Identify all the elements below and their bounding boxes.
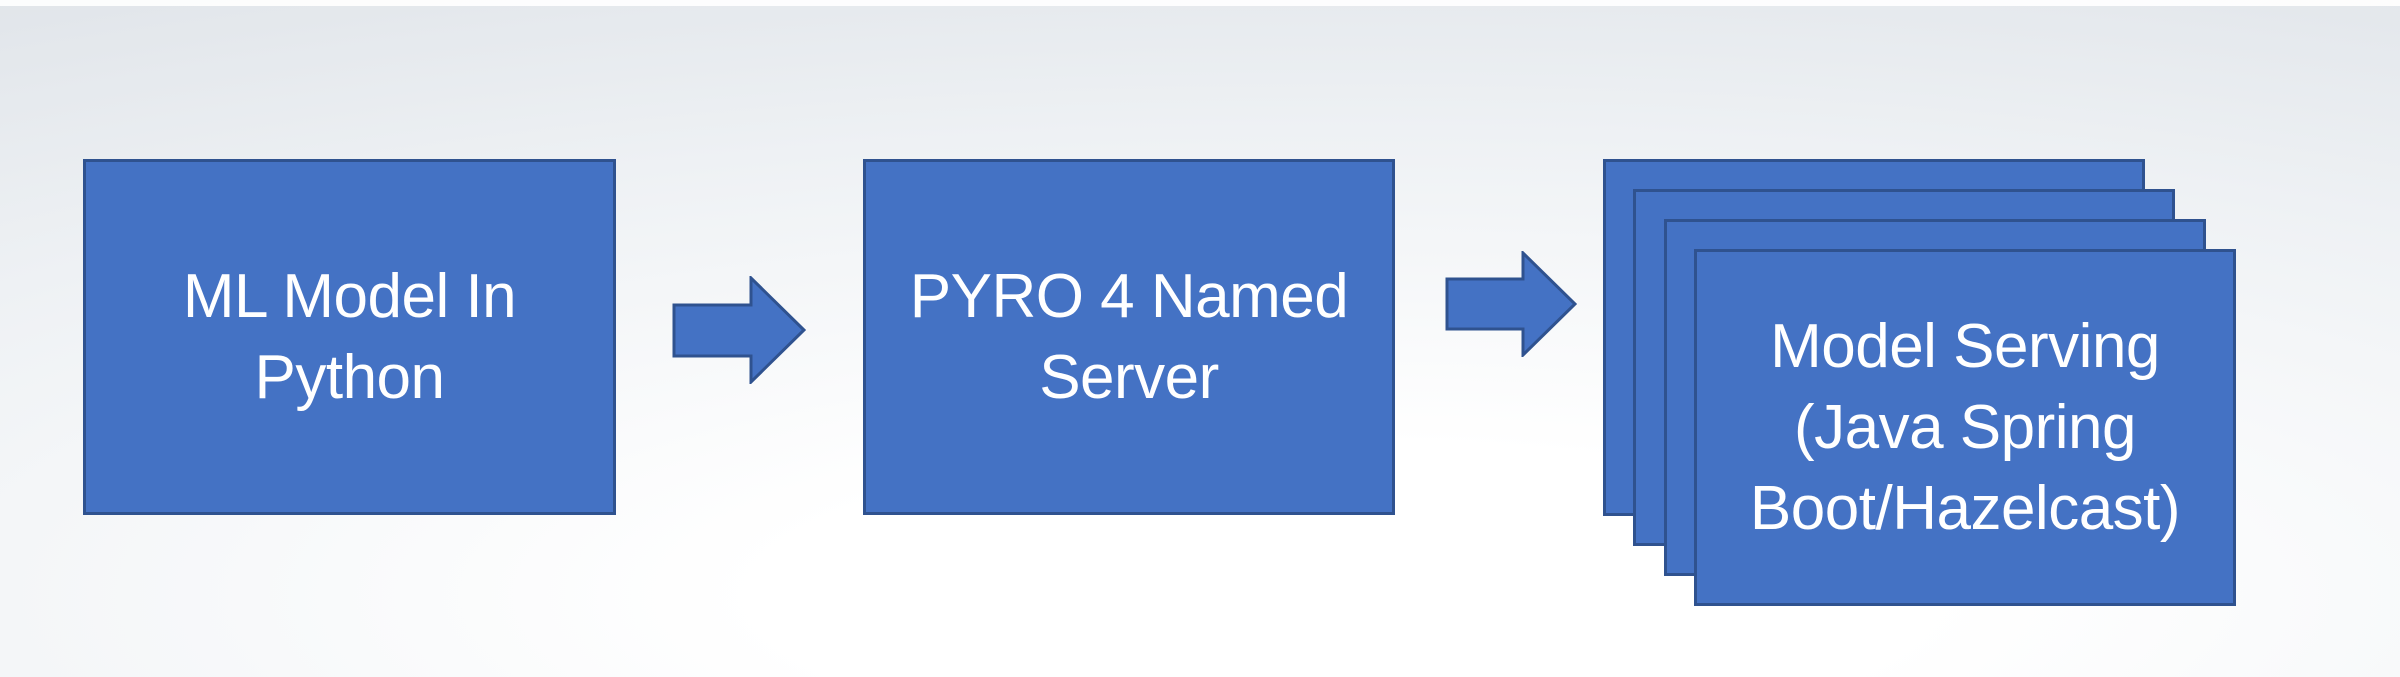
node-label-line: Python: [254, 343, 445, 412]
top-edge-strip: [0, 0, 2400, 6]
node-label-line: Server: [1039, 343, 1219, 412]
right-arrow-icon: [672, 276, 806, 384]
node-label-line: PYRO 4 Named: [909, 262, 1349, 331]
node-ml-model-in-python: ML Model In Python: [83, 159, 616, 515]
node-model-serving: Model Serving (Java Spring Boot/Hazelcas…: [1694, 249, 2236, 606]
node-label-line: Boot/Hazelcast): [1749, 474, 2181, 543]
node-label-line: Model Serving: [1770, 312, 2160, 381]
node-pyro-4-named-server: PYRO 4 Named Server: [863, 159, 1395, 515]
node-label-line: ML Model In: [182, 262, 517, 331]
node-label-line: (Java Spring: [1793, 393, 2137, 462]
right-arrow-icon: [1445, 251, 1577, 357]
